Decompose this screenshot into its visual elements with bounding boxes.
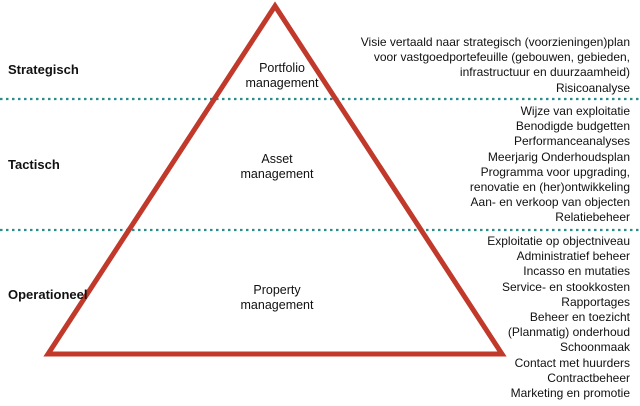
task-item: Rapportages [561, 294, 630, 309]
level-label-tactisch: Tactisch [8, 157, 60, 172]
task-item: Beheer en toezicht [529, 310, 630, 325]
task-list-strategisch: Visie vertaald naar strategisch (voorzie… [361, 35, 630, 96]
task-item: Programma voor upgrading, [480, 164, 630, 179]
task-item: Relatiebeheer [555, 210, 630, 225]
task-item: Wijze van exploitatie [520, 104, 630, 118]
task-item: renovatie en (her)ontwikkeling [469, 180, 630, 195]
task-item: Schoonmaak [559, 340, 630, 355]
level-label-strategisch: Strategisch [8, 62, 79, 77]
task-item: Service- en stookkosten [501, 279, 630, 294]
layer-name-line: Portfolio [259, 61, 305, 75]
layer-name-line: management [240, 167, 314, 181]
task-item: Risicoanalyse [555, 80, 630, 95]
layer-property-management: Property management [217, 283, 337, 313]
layer-name-line: management [245, 76, 319, 90]
pyramid-triangle [43, 1, 507, 357]
layer-asset-management: Asset management [217, 152, 337, 182]
task-item: infrastructuur en duurzaamheid) [459, 65, 630, 80]
level-label-operationeel: Operationeel [8, 287, 88, 302]
task-item: Visie vertaald naar strategisch (voorzie… [360, 35, 630, 49]
task-item: Benodigde budgetten [515, 119, 630, 134]
task-item: (Planmatig) onderhoud [507, 325, 630, 340]
task-item: Contractbeheer [547, 370, 630, 385]
task-item: voor vastgoedportefeuille (gebouwen, geb… [373, 50, 630, 65]
layer-name-line: management [240, 298, 314, 312]
layer-name-line: Asset [261, 152, 293, 166]
task-item: Incasso en mutaties [523, 264, 630, 279]
task-item: Administratief beheer [516, 249, 630, 264]
task-item: Meerjarig Onderhoudsplan [487, 149, 630, 164]
layer-name-line: Property [253, 283, 301, 297]
layer-portfolio-management: Portfolio management [222, 61, 342, 91]
task-item: Exploitatie op objectniveau [487, 234, 630, 248]
task-item: Performanceanalyses [513, 134, 630, 149]
task-item: Aan- en verkoop van objecten [470, 195, 630, 210]
task-list-operationeel: Exploitatie op objectniveau Administrati… [487, 234, 630, 401]
task-item: Marketing en promotie [510, 386, 630, 401]
task-item: Contact met huurders [514, 355, 630, 370]
task-list-tactisch: Wijze van exploitatie Benodigde budgette… [470, 104, 630, 226]
